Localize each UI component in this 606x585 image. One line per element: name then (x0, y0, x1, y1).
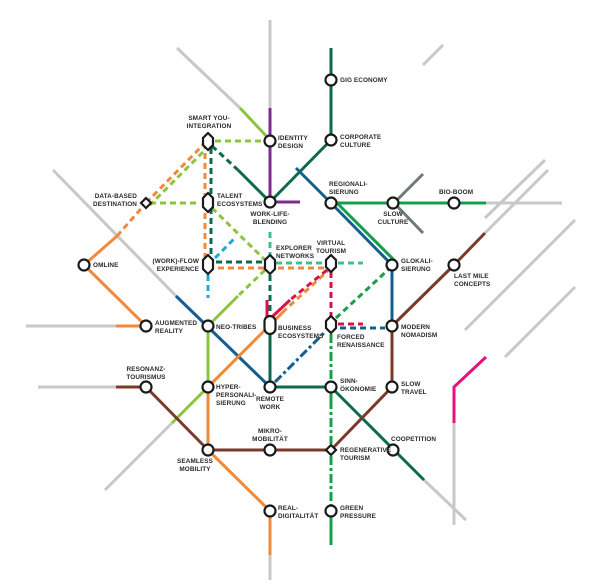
station-smart-you-integration[interactable] (201, 131, 215, 152)
station-resonanztourismus[interactable] (139, 380, 153, 394)
station-regionalisierung[interactable] (324, 196, 338, 210)
station-coopetition[interactable] (386, 443, 400, 457)
station-slow-culture[interactable] (386, 196, 400, 210)
dashed-lines (115, 139, 392, 505)
station-sinnoekonomie[interactable] (324, 380, 338, 394)
label-regionalisierung: REGIONALI-SIERUNG (329, 181, 368, 196)
station-green-pressure[interactable] (324, 504, 338, 518)
station-remote-work[interactable] (263, 380, 277, 394)
label-real-digitalitaet: REAL-DIGITALITÄT (278, 505, 318, 520)
label-resonanztourismus: RESONANZ-TOURISMUS (126, 366, 166, 381)
station-last-mile-concepts[interactable] (447, 258, 461, 272)
label-glokalisierung: GLOKALI-SIERUNG (401, 258, 433, 273)
station-hyper-personalisierung[interactable] (201, 380, 215, 394)
station-slow-travel[interactable] (385, 380, 399, 394)
label-smart-you-integration: SMART YOU-INTEGRATION (187, 115, 232, 130)
label-coopetition: COOPETITION (391, 436, 436, 443)
label-omline: OMLINE (93, 262, 119, 269)
station-work-flow-experience[interactable] (201, 253, 215, 276)
label-sinnoekonomie: SINN-ÖKONOMIE (340, 378, 377, 393)
label-neo-tribes: NEO-TRIBES (216, 324, 257, 331)
station-talent-ecosystems[interactable] (201, 191, 215, 214)
grey-tracks (26, 20, 577, 580)
station-glokalisierung[interactable] (385, 258, 399, 272)
station-augmented-reality[interactable] (139, 319, 153, 333)
stations (77, 73, 461, 518)
label-bio-boom: BIO-BOOM (439, 189, 473, 196)
station-gig-economy[interactable] (324, 73, 338, 87)
station-identity-design[interactable] (263, 134, 277, 148)
station-explorer-networks[interactable] (263, 253, 277, 276)
label-hyper-personalisierung: HYPER-PERSONALI-SIERUNG (216, 384, 256, 407)
station-business-ecosystems[interactable] (263, 314, 277, 336)
label-gig-economy: GIG ECONOMY (340, 77, 388, 84)
station-virtual-tourism[interactable] (324, 253, 338, 274)
station-regenerative-tourism[interactable] (324, 443, 338, 457)
station-forced-renaissance[interactable] (324, 314, 338, 335)
station-data-based-destination[interactable] (139, 196, 153, 210)
solid-lines (82, 48, 488, 555)
station-work-life-blending[interactable] (263, 195, 277, 209)
station-modern-nomadism[interactable] (385, 319, 399, 333)
station-seamless-mobility[interactable] (201, 443, 215, 457)
label-work-life-blending: WORK-LIFE-BLENDING (250, 211, 289, 226)
label-mikromobilitaet: MIKRO-MOBILITÄT (252, 428, 288, 443)
station-omline[interactable] (77, 258, 91, 272)
station-corporate-culture[interactable] (324, 133, 338, 147)
station-mikromobilitaet[interactable] (263, 443, 277, 457)
station-bio-boom[interactable] (447, 196, 461, 210)
station-real-digitalitaet[interactable] (263, 504, 277, 518)
station-neo-tribes[interactable] (201, 319, 215, 333)
